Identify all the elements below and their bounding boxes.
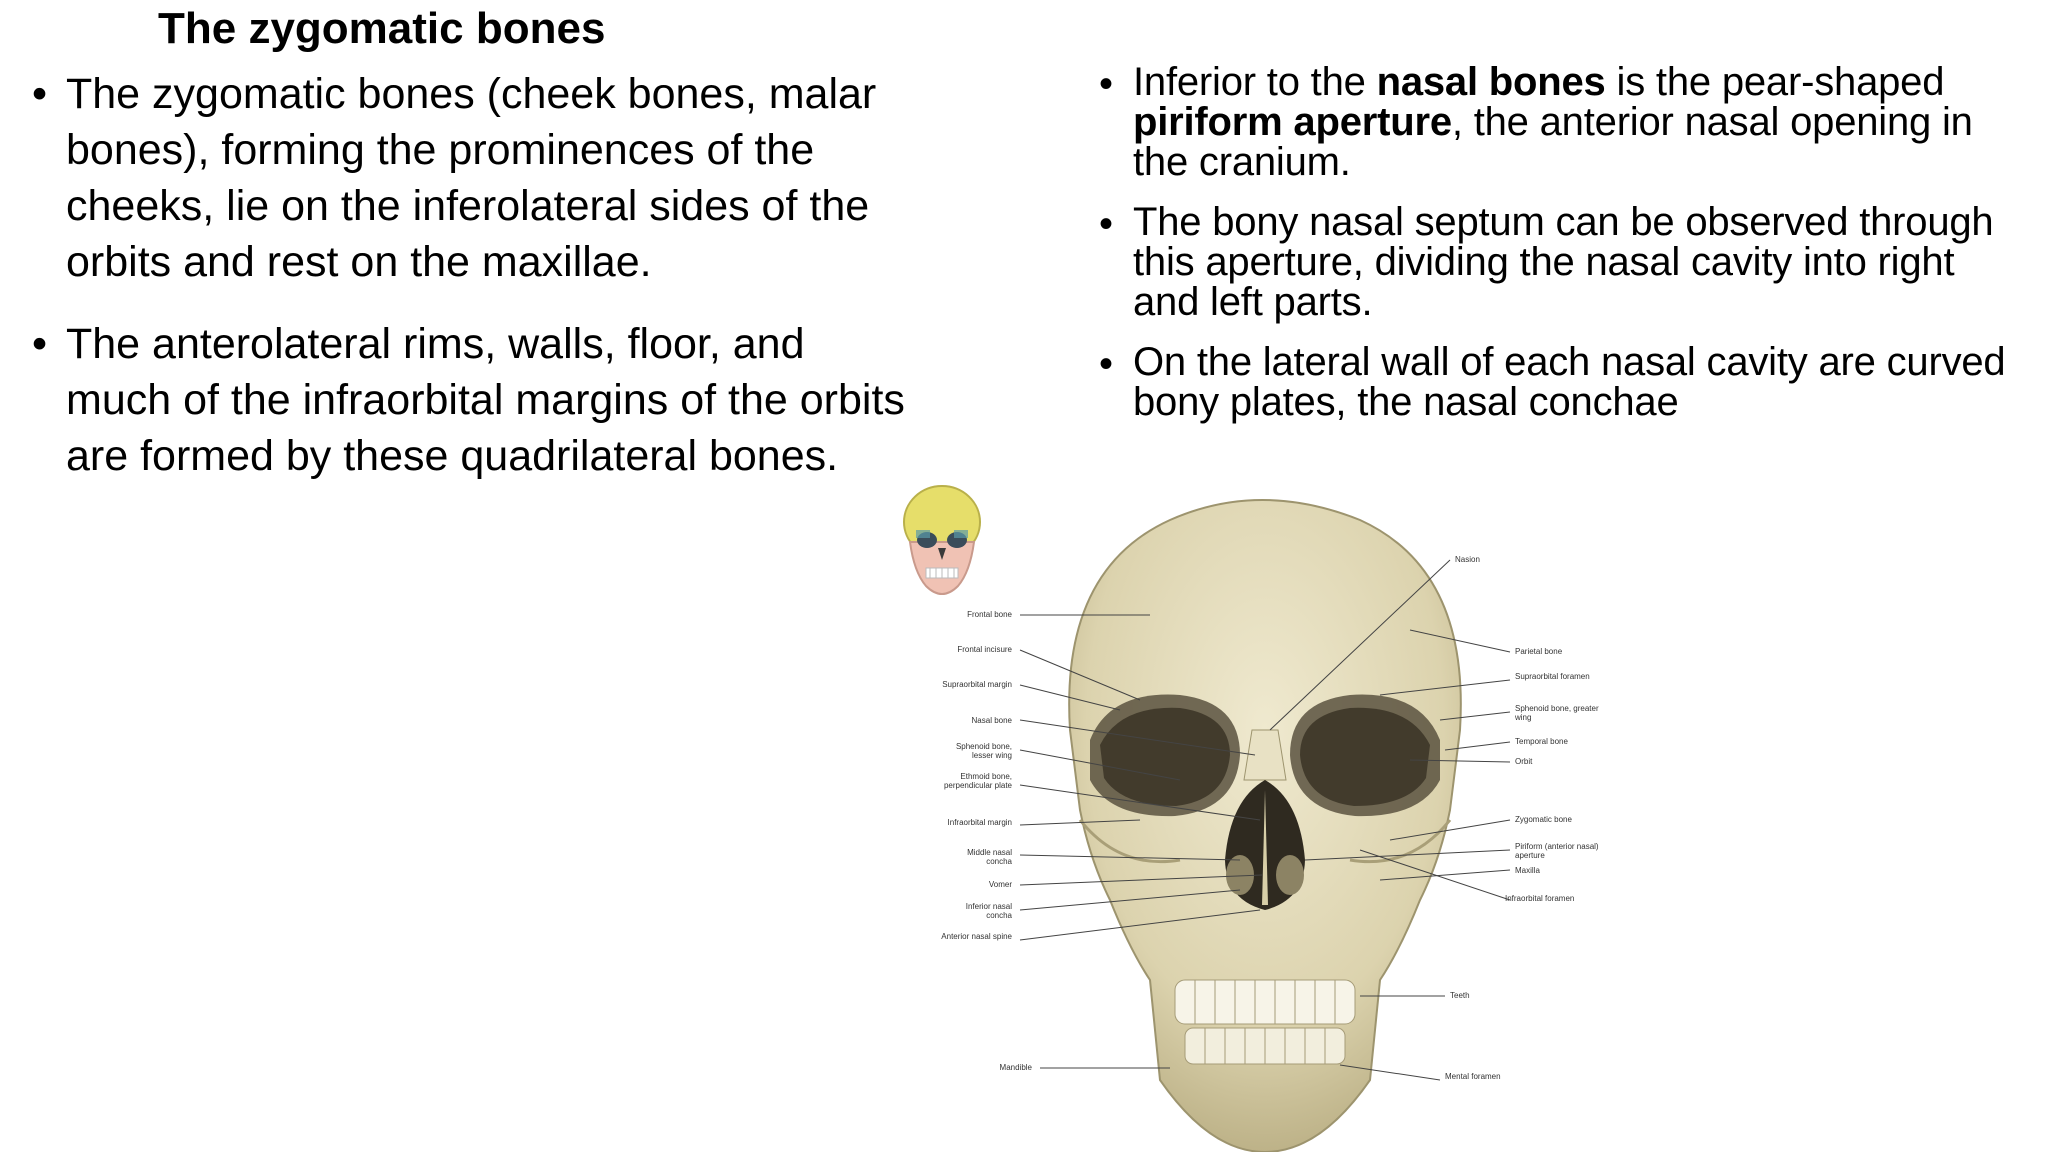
label-infraorbital-margin: Infraorbital margin <box>947 818 1012 827</box>
bullet-marker: • <box>32 70 48 118</box>
right-bullet-1: • Inferior to the nasal bones is the pea… <box>1093 62 2013 182</box>
label-mandible: Mandible <box>999 1063 1032 1072</box>
label-parietal-bone: Parietal bone <box>1515 647 1563 656</box>
left-bullet-text: The anterolateral rims, walls, floor, an… <box>66 320 905 480</box>
label-sphenoid-greater-wing: Sphenoid bone, greater wing <box>1515 704 1599 722</box>
label-nasal-bone: Nasal bone <box>971 716 1012 725</box>
skull-illustration: Frontal bone Frontal incisure Supraorbit… <box>940 480 1620 1154</box>
label-vomer: Vomer <box>988 880 1012 889</box>
label-infraorbital-foramen: Infraorbital foramen <box>1505 894 1575 903</box>
bullet-marker: • <box>1099 202 1113 246</box>
label-mental-foramen: Mental foramen <box>1445 1072 1501 1081</box>
label-ethmoid-perpendicular-plate: Ethmoid bone, perpendicular plate <box>943 772 1012 790</box>
slide-title: The zygomatic bones <box>158 4 606 53</box>
left-bullet-text: The zygomatic bones (cheek bones, malar … <box>66 70 877 286</box>
text-run: is the pear-shaped <box>1605 60 1945 104</box>
label-supraorbital-margin: Supraorbital margin <box>942 680 1012 689</box>
right-bullet-3: • On the lateral wall of each nasal cavi… <box>1093 342 2013 422</box>
label-nasion: Nasion <box>1455 555 1480 564</box>
label-temporal-bone: Temporal bone <box>1515 737 1568 746</box>
text-run: On the lateral wall of each nasal cavity… <box>1133 340 2006 424</box>
bullet-marker: • <box>1099 342 1113 386</box>
right-bullet-list: • Inferior to the nasal bones is the pea… <box>1093 62 2013 442</box>
label-frontal-bone: Frontal bone <box>967 610 1012 619</box>
text-run: , the anterior nasal opening in the cran… <box>1133 100 1973 184</box>
bold-term-piriform-aperture: piriform aperture <box>1133 100 1452 144</box>
left-bullet-1: • The zygomatic bones (cheek bones, mala… <box>26 66 906 290</box>
label-anterior-nasal-spine: Anterior nasal spine <box>941 932 1012 941</box>
text-run: The bony nasal septum can be observed th… <box>1133 200 1994 324</box>
label-supraorbital-foramen: Supraorbital foramen <box>1515 672 1590 681</box>
left-bullet-list: • The zygomatic bones (cheek bones, mala… <box>26 66 906 510</box>
label-middle-nasal-concha: Middle nasal concha <box>967 848 1012 866</box>
bullet-marker: • <box>32 320 48 368</box>
label-teeth: Teeth <box>1450 991 1470 1000</box>
text-run: Inferior to the <box>1133 60 1377 104</box>
label-inferior-nasal-concha: Inferior nasal concha <box>965 902 1012 920</box>
left-bullet-2: • The anterolateral rims, walls, floor, … <box>26 316 906 484</box>
bold-term-nasal-bones: nasal bones <box>1376 60 1606 104</box>
label-frontal-incisure: Frontal incisure <box>957 645 1012 654</box>
skull-anterior-view-icon <box>1019 499 1511 1154</box>
label-piriform-aperture: Piriform (anterior nasal) aperture <box>1515 842 1599 860</box>
skull-thumbnail-icon <box>903 485 981 595</box>
bullet-marker: • <box>1099 62 1113 106</box>
label-maxilla: Maxilla <box>1515 866 1540 875</box>
label-sphenoid-lesser-wing: Sphenoid bone, lesser wing <box>955 742 1012 760</box>
label-zygomatic-bone: Zygomatic bone <box>1515 815 1572 824</box>
label-orbit: Orbit <box>1515 757 1533 766</box>
right-bullet-2: • The bony nasal septum can be observed … <box>1093 202 2013 322</box>
